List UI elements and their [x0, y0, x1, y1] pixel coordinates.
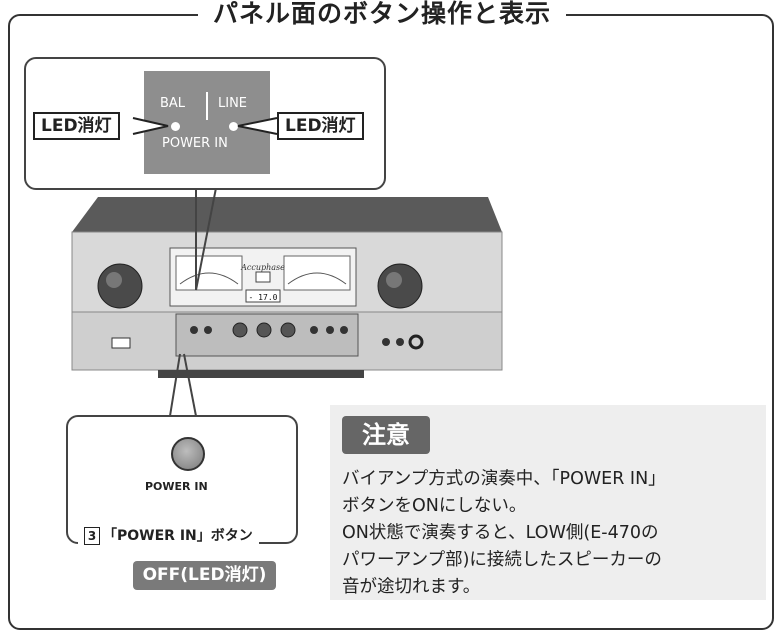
phones-button-2 — [396, 338, 404, 346]
right-led-arrow — [237, 117, 278, 135]
left-meter-arc — [179, 272, 239, 285]
left-led-status-label: LED消灯 — [33, 112, 120, 140]
power-switch — [111, 337, 131, 349]
amp-base — [158, 370, 364, 378]
power-in-button-label: POWER IN — [145, 480, 208, 493]
phones-button-1 — [382, 338, 390, 346]
line-led-indicator — [229, 122, 238, 131]
off-state-badge: OFF(LED消灯) — [133, 561, 276, 590]
left-led-arrow — [132, 117, 169, 135]
caution-heading: 注意 — [342, 416, 430, 454]
top-callout-pointer-right — [195, 187, 217, 291]
volume-knob-highlight — [386, 272, 402, 288]
control-button-2 — [204, 326, 212, 334]
button-caption: 3「POWER IN」ボタン — [78, 526, 259, 546]
caption-number: 3 — [84, 527, 100, 545]
control-button-1 — [190, 326, 198, 334]
caution-line-5: 音が途切れます。 — [342, 577, 481, 597]
bal-line-separator — [206, 92, 208, 120]
control-button-4 — [326, 326, 334, 334]
caution-line-4: パワーアンプ部)に接続したスピーカーの — [342, 550, 662, 570]
power-in-button[interactable] — [171, 437, 205, 471]
control-knob-2 — [256, 322, 272, 338]
caution-line-1: バイアンプ方式の演奏中、「POWER IN」 — [342, 469, 666, 489]
control-knob-3 — [280, 322, 296, 338]
bottom-callout-pointer-left — [169, 353, 181, 417]
right-led-status-label: LED消灯 — [277, 112, 364, 140]
amp-top-cover — [72, 197, 502, 232]
button-callout — [66, 415, 298, 544]
right-meter-arc — [287, 272, 347, 285]
meter-button — [255, 271, 271, 283]
phones-jack — [408, 334, 424, 350]
caption-text: 「POWER IN」ボタン — [103, 528, 253, 544]
power-in-panel-label: POWER IN — [162, 136, 228, 151]
control-strip — [175, 313, 359, 357]
caution-line-3: ON状態で演奏すると、LOW側(E-470の — [342, 523, 659, 543]
power-in-panel — [144, 71, 270, 174]
control-button-5 — [340, 326, 348, 334]
control-knob-1 — [232, 322, 248, 338]
display-value: - 17.0 — [249, 293, 278, 302]
level-display — [245, 289, 281, 303]
bal-label: BAL — [160, 96, 186, 111]
input-knob-highlight — [106, 272, 122, 288]
caution-line-2: ボタンをONにしない。 — [342, 496, 527, 516]
line-label: LINE — [218, 96, 248, 111]
bottom-callout-pointer-right — [183, 353, 197, 417]
bal-led-indicator — [171, 122, 180, 131]
brand-logo: Accuphase — [240, 263, 285, 272]
page-title: パネル面のボタン操作と表示 — [198, 0, 566, 28]
control-button-3 — [310, 326, 318, 334]
